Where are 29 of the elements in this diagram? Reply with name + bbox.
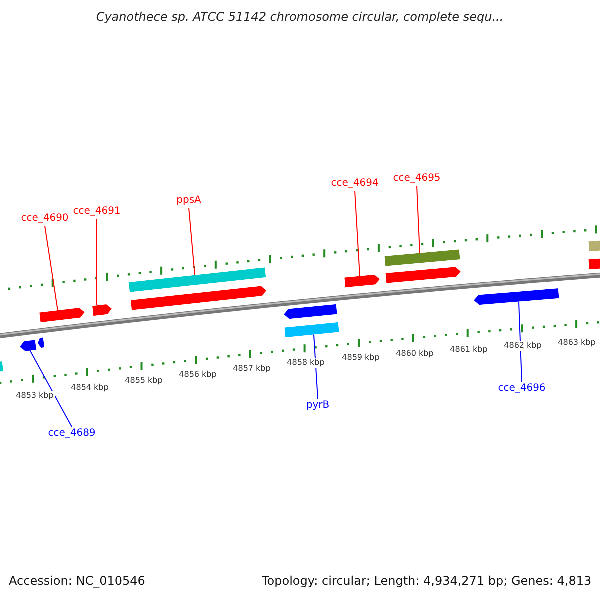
leader-line: [44, 226, 58, 312]
scale-label: 4857 kbp: [232, 364, 272, 374]
scale-label: 4862 kbp: [503, 341, 543, 351]
gene-label: cce_4690: [21, 213, 69, 225]
gene-label: cce_4694: [331, 178, 379, 190]
gene-label: cce_4691: [73, 206, 121, 218]
scale-label: 4853 kbp: [15, 391, 55, 401]
scale-label: 4854 kbp: [70, 383, 110, 393]
scale-label: 4856 kbp: [178, 370, 218, 380]
scale-label: 4863 kbp: [557, 338, 597, 348]
scale-label: 4855 kbp: [124, 376, 164, 386]
leader-line: [30, 350, 72, 428]
scale-label: 4860 kbp: [395, 349, 435, 359]
leader-line: [416, 186, 420, 254]
footer-text: Accession: NC_010546: [9, 574, 146, 588]
leader-line: [188, 208, 196, 276]
gene-label: cce_4695: [393, 173, 441, 185]
gene-label: cce_4689: [48, 428, 96, 440]
footer-text: Topology: circular; Length: 4,934,271 bp; Genes: 4,813: [262, 574, 592, 588]
leader-line: [354, 190, 360, 277]
scale-label: 4859 kbp: [341, 353, 381, 363]
leader-line: [518, 301, 522, 382]
scale-label: 4858 kbp: [286, 358, 326, 368]
scale-label: 4861 kbp: [449, 345, 489, 355]
gene-label: ppsA: [176, 195, 202, 207]
gene-label: pyrB: [306, 400, 330, 412]
gene-label: cce_4696: [498, 383, 546, 395]
leader-line: [96, 218, 98, 306]
map-title: Cyanothece sp. ATCC 51142 chromosome circular, complete sequ...: [96, 10, 504, 24]
